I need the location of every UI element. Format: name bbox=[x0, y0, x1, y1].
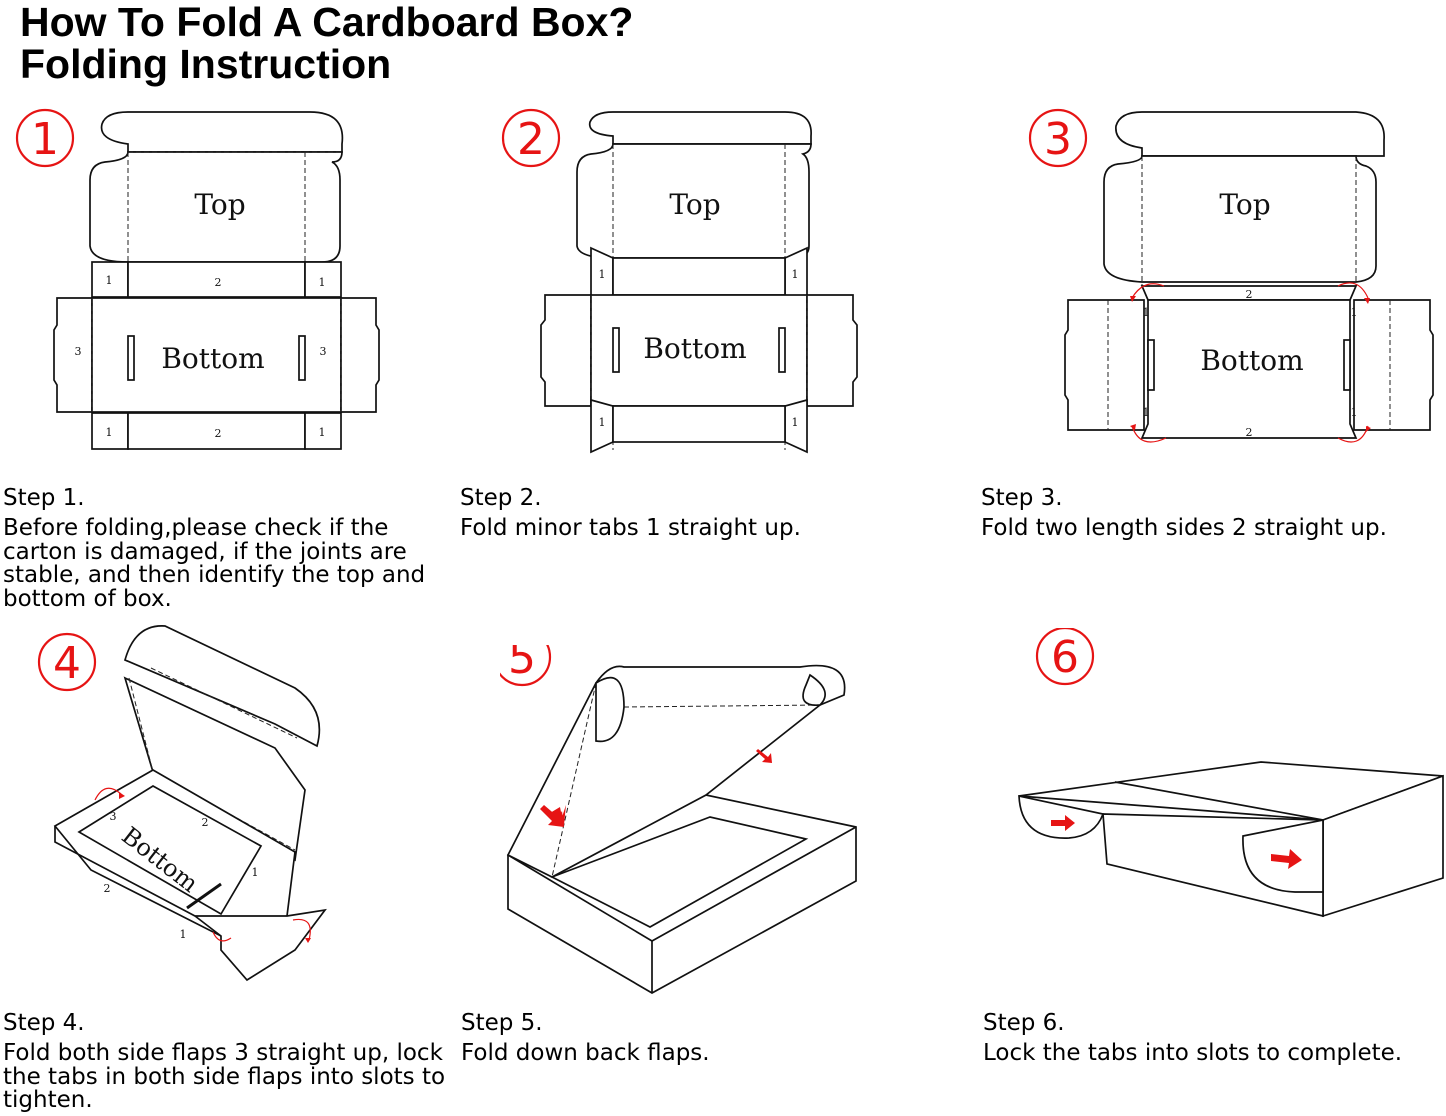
svg-text:2: 2 bbox=[215, 276, 222, 289]
step-2-number: 2 bbox=[517, 114, 545, 165]
top-label: Top bbox=[194, 188, 245, 221]
step-5-number: 5 bbox=[508, 645, 536, 684]
svg-text:3: 3 bbox=[75, 345, 82, 358]
step-2-number-badge: 2 bbox=[501, 108, 561, 168]
step-3-diagram: 3 Top 2 1 1 1 1 2 Bottom bbox=[1020, 100, 1440, 460]
step-4-number-badge: 4 bbox=[37, 632, 97, 692]
step-3-caption: Step 3. Fold two length sides 2 straight… bbox=[981, 486, 1431, 541]
svg-text:3: 3 bbox=[110, 810, 117, 823]
step-1-caption: Step 1. Before folding,please check if t… bbox=[3, 486, 453, 611]
page-title: How To Fold A Cardboard Box? bbox=[20, 0, 634, 45]
step-2-text: Fold minor tabs 1 straight up. bbox=[460, 515, 801, 541]
svg-text:1: 1 bbox=[599, 416, 606, 429]
step-6-caption: Step 6. Lock the tabs into slots to comp… bbox=[983, 1011, 1433, 1066]
step-6-text: Lock the tabs into slots to complete. bbox=[983, 1040, 1403, 1066]
svg-text:1: 1 bbox=[1351, 406, 1358, 419]
step-5-text: Fold down back flaps. bbox=[461, 1040, 710, 1066]
svg-text:3: 3 bbox=[320, 345, 327, 358]
step-5-caption: Step 5. Fold down back flaps. bbox=[461, 1011, 911, 1066]
step-6-heading: Step 6. bbox=[983, 1010, 1065, 1036]
step-1-heading: Step 1. bbox=[3, 485, 85, 511]
svg-text:1: 1 bbox=[319, 276, 326, 289]
step-4-caption: Step 4. Fold both side flaps 3 straight … bbox=[3, 1011, 453, 1113]
svg-text:Bottom: Bottom bbox=[643, 332, 746, 365]
step-6-number-badge: 6 bbox=[1035, 628, 1095, 686]
svg-text:2: 2 bbox=[1246, 426, 1253, 439]
svg-text:1: 1 bbox=[792, 268, 799, 281]
step-4-heading: Step 4. bbox=[3, 1010, 85, 1036]
step-2-diagram: 2 Top 1 1 Bottom 1 1 bbox=[495, 100, 875, 460]
step-2-heading: Step 2. bbox=[460, 485, 542, 511]
page-subtitle: Folding Instruction bbox=[20, 41, 392, 87]
svg-text:2: 2 bbox=[104, 882, 111, 895]
step-5-diagram: 5 bbox=[500, 645, 870, 1005]
step-2-caption: Step 2. Fold minor tabs 1 straight up. bbox=[460, 486, 910, 541]
svg-text:1: 1 bbox=[180, 928, 187, 941]
svg-text:1: 1 bbox=[1143, 306, 1150, 319]
svg-text:1: 1 bbox=[1143, 406, 1150, 419]
step-6-number: 6 bbox=[1051, 632, 1079, 683]
svg-text:1: 1 bbox=[106, 274, 113, 287]
svg-text:2: 2 bbox=[202, 816, 209, 829]
svg-text:1: 1 bbox=[1351, 306, 1358, 319]
step-3-heading: Step 3. bbox=[981, 485, 1063, 511]
svg-text:Top: Top bbox=[669, 188, 720, 221]
svg-text:1: 1 bbox=[792, 416, 799, 429]
step-3-text: Fold two length sides 2 straight up. bbox=[981, 515, 1387, 541]
svg-text:Bottom: Bottom bbox=[1200, 344, 1303, 377]
step-5-heading: Step 5. bbox=[461, 1010, 543, 1036]
step-5-number-badge: 5 bbox=[500, 645, 552, 687]
svg-text:1: 1 bbox=[319, 426, 326, 439]
step-4-text: Fold both side flaps 3 straight up, lock… bbox=[3, 1040, 446, 1113]
svg-text:1: 1 bbox=[106, 426, 113, 439]
svg-text:1: 1 bbox=[599, 268, 606, 281]
step-6-diagram: 6 bbox=[1015, 628, 1445, 928]
svg-text:Top: Top bbox=[1219, 188, 1270, 221]
step-4-diagram: 4 3 2 2 1 1 3 Bottom bbox=[25, 620, 355, 990]
step-1-diagram: 1 Top 1 2 1 3 3 Bottom 1 2 1 bbox=[10, 100, 390, 460]
svg-text:2: 2 bbox=[1246, 288, 1253, 301]
step-1-number-badge: 1 bbox=[15, 108, 75, 168]
step-1-number: 1 bbox=[31, 114, 59, 165]
step-3-number-badge: 3 bbox=[1028, 108, 1088, 168]
step-3-number: 3 bbox=[1044, 114, 1072, 165]
step-4-number: 4 bbox=[53, 638, 81, 689]
bottom-label: Bottom bbox=[161, 342, 264, 375]
svg-text:1: 1 bbox=[252, 866, 259, 879]
step-1-text: Before folding,please check if the carto… bbox=[3, 515, 426, 612]
svg-text:2: 2 bbox=[215, 427, 222, 440]
